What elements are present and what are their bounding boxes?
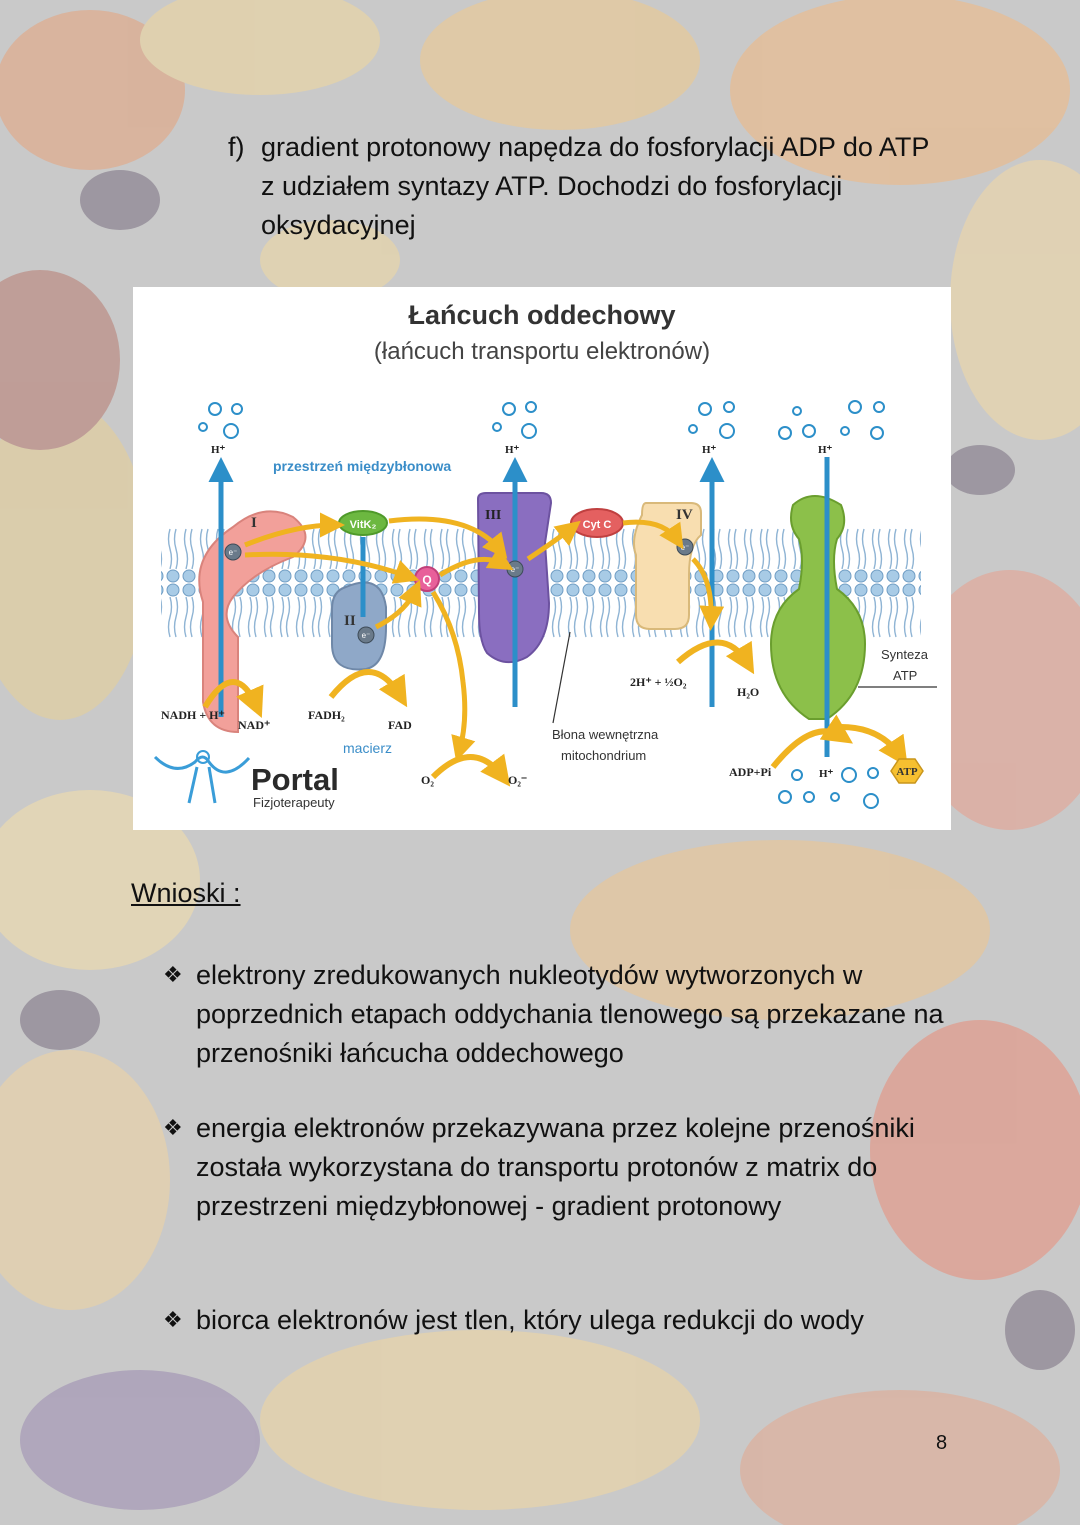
conclusion-text-3: biorca elektronów jest tlen, który ulega…	[163, 1301, 953, 1340]
complex-1-label: I	[251, 515, 257, 531]
electron-label-1: e⁻	[229, 548, 238, 557]
complex-3-label: III	[485, 508, 501, 523]
complex-4-label: IV	[676, 507, 693, 523]
vitk2-label: VitK₂	[350, 519, 377, 531]
conclusions-heading: Wnioski :	[131, 878, 241, 909]
h-plus-label-1: H⁺	[211, 444, 226, 456]
logo-subtitle: Fizjoterapeuty	[253, 795, 335, 810]
matrix-label: macierz	[343, 740, 392, 756]
complex-2-label: II	[344, 613, 356, 629]
bullet-symbol: ❖	[163, 956, 183, 995]
bullet-symbol: ❖	[163, 1109, 183, 1148]
conclusion-text-2: energia elektronów przekazywana przez ko…	[163, 1109, 953, 1226]
h-plus-label-2: H⁺	[505, 444, 520, 456]
page-number: 8	[936, 1432, 947, 1455]
electron-label-2: e⁻	[362, 631, 371, 640]
cytc-label: Cyt C	[583, 519, 612, 531]
nadh-label: NADH + H⁺	[161, 708, 225, 722]
point-f-text: gradient protonowy napędza do fosforylac…	[228, 128, 948, 245]
o2-minus-label: O₂⁻	[508, 773, 527, 787]
fad-label: FAD	[388, 718, 412, 732]
diagram-title: Łańcuch oddechowy	[408, 300, 675, 330]
portal-logo	[155, 751, 249, 803]
h-plus-label-3: H⁺	[702, 444, 717, 456]
atp-label: ATP	[896, 766, 917, 778]
synthase-label-line1: Synteza	[881, 647, 929, 662]
membrane-label-line1: Błona wewnętrzna	[552, 727, 659, 742]
intermembrane-label: przestrzeń międzybłonowa	[273, 458, 451, 474]
synthase-label-line2: ATP	[893, 668, 917, 683]
o2-label: O₂	[421, 773, 434, 787]
membrane-label-line2: mitochondrium	[561, 748, 646, 763]
h2o-label: H₂O	[737, 685, 759, 699]
bullet-symbol: ❖	[163, 1301, 183, 1340]
point-f-marker: f)	[228, 128, 245, 167]
h-plus-label-4: H⁺	[818, 444, 833, 456]
h-plus-label-5: H⁺	[819, 768, 834, 780]
diagram-subtitle: (łańcuch transportu elektronów)	[374, 338, 710, 365]
fadh2-label: FADH₂	[308, 708, 345, 722]
conclusion-item-3: ❖ biorca elektronów jest tlen, który ule…	[163, 1301, 953, 1340]
conclusion-text-1: elektrony zredukowanych nukleotydów wytw…	[163, 956, 953, 1073]
adp-pi-label: ADP+Pi	[729, 765, 772, 779]
conclusion-item-2: ❖ energia elektronów przekazywana przez …	[163, 1109, 953, 1226]
logo-name: Portal	[251, 762, 339, 797]
point-f-paragraph: f) gradient protonowy napędza do fosfory…	[228, 128, 948, 245]
respiratory-chain-diagram: Łańcuch oddechowy (łańcuch transportu el…	[133, 287, 951, 830]
q-label: Q	[422, 573, 431, 587]
electron-label-3: e⁻	[511, 565, 520, 574]
conclusion-item-1: ❖ elektrony zredukowanych nukleotydów wy…	[163, 956, 953, 1073]
electron-label-4: e⁻	[681, 543, 690, 552]
o2-reaction-label: 2H⁺ + ½O₂	[630, 675, 687, 689]
nad-label: NAD⁺	[238, 718, 270, 732]
